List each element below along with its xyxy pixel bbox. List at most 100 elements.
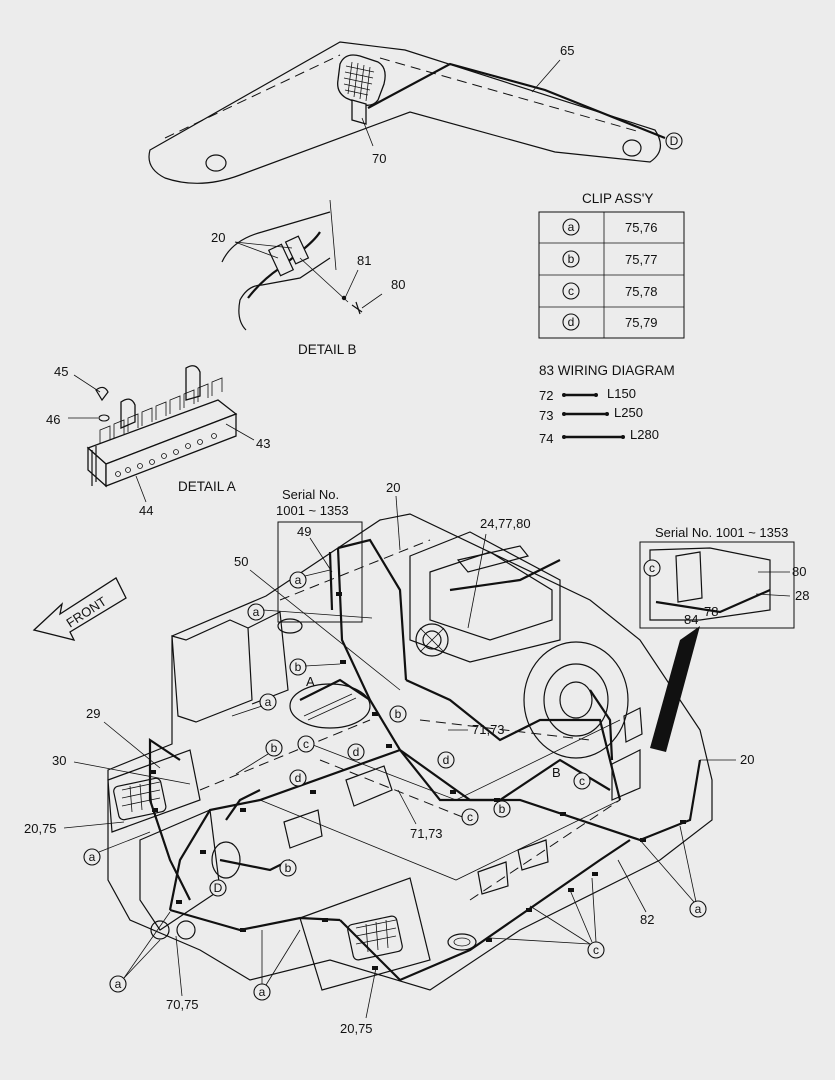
svg-text:a: a (265, 695, 272, 709)
clip-row-b: b 75,77 (562, 250, 658, 268)
detail-a-p45: 45 (54, 364, 68, 379)
label-20-75-bottom: 20,75 (340, 1021, 373, 1036)
svg-text:b: b (395, 707, 402, 721)
alternator-icon (415, 623, 449, 657)
front-arrow-icon: FRONT (32, 577, 127, 641)
svg-text:c: c (593, 943, 599, 957)
svg-text:c: c (303, 737, 309, 751)
wiring-diagram-legend: 83 WIRING DIAGRAM 72 L150 73 L250 74 L28… (539, 363, 675, 446)
svg-text:a: a (695, 902, 702, 916)
serial-left-p49: 49 (297, 524, 311, 539)
svg-text:c: c (649, 561, 655, 575)
clip-row-d: d 75,79 (562, 313, 658, 331)
wire-74-num: 74 (539, 431, 553, 446)
svg-text:a: a (253, 605, 260, 619)
detail-a-marker: A (289, 674, 371, 729)
main-part-labels: 20 24,77,80 50 29 30 20,75 71,73 71,73 2… (24, 480, 754, 1036)
svg-text:d: d (568, 315, 575, 329)
svg-text:b: b (295, 660, 302, 674)
svg-text:D: D (214, 881, 223, 895)
clip-row-c: c 75,78 (562, 282, 658, 300)
label-20-right: 20 (740, 752, 754, 767)
wire-74-length: L280 (630, 427, 659, 442)
label-30: 30 (52, 753, 66, 768)
svg-text:D: D (670, 134, 679, 148)
clip-row-b-parts: 75,77 (625, 252, 658, 267)
svg-text:B: B (552, 765, 561, 780)
label-82: 82 (640, 912, 654, 927)
detail-a-title: DETAIL A (178, 479, 236, 494)
part-label-65: 65 (560, 43, 574, 58)
part-label-70: 70 (372, 151, 386, 166)
label-29: 29 (86, 706, 100, 721)
serial-right-title: Serial No. 1001 ~ 1353 (655, 525, 788, 540)
label-24-77-80: 24,77,80 (480, 516, 531, 531)
svg-text:d: d (443, 753, 450, 767)
wire-72-length: L150 (607, 386, 636, 401)
serial-right-p84: 84 (684, 612, 698, 627)
detail-b-p81: 81 (357, 253, 371, 268)
svg-text:b: b (285, 861, 292, 875)
clip-row-d-parts: 75,79 (625, 315, 658, 330)
wiring-harness (148, 538, 702, 982)
harness-clip-marks (150, 592, 686, 970)
svg-text:c: c (568, 284, 574, 298)
fuse-row-icon (99, 377, 223, 444)
svg-text:a: a (568, 220, 575, 234)
svg-text:A: A (306, 674, 315, 689)
detail-b-title: DETAIL B (298, 342, 357, 357)
machine-upper-structure (107, 513, 713, 991)
detail-b-p80: 80 (391, 277, 405, 292)
svg-text:a: a (295, 573, 302, 587)
label-20-75-left: 20,75 (24, 821, 57, 836)
leader-wedge (650, 626, 700, 752)
fuse-panel-icon (611, 707, 643, 801)
detail-a: 45 46 43 44 DETAIL A (46, 364, 270, 518)
cap-icon (277, 618, 303, 634)
serial-inset-right: Serial No. 1001 ~ 1353 80 28 84 78 c (639, 525, 809, 752)
detail-b-p20: 20 (211, 230, 225, 245)
clip-assy-table: CLIP ASS'Y a 75,76 b 75,77 c 75,78 d 75,… (538, 191, 685, 339)
svg-text:b: b (271, 741, 278, 755)
serial-left-title: Serial No. (282, 487, 339, 502)
serial-right-p80: 80 (792, 564, 806, 579)
clip-row-a: a 75,76 (562, 218, 658, 236)
wire-72-num: 72 (539, 388, 553, 403)
counterweight (107, 749, 431, 991)
svg-text:d: d (295, 771, 302, 785)
serial-inset-left: Serial No. 1001 ~ 1353 49 (276, 487, 363, 623)
clip-row-c-parts: 75,78 (625, 284, 658, 299)
boom-foot-bracket (139, 809, 241, 940)
clip-table-title: CLIP ASS'Y (582, 191, 653, 206)
wire-73-num: 73 (539, 408, 553, 423)
detail-b: 20 81 80 DETAIL B (211, 199, 405, 357)
wiring-title: 83 WIRING DIAGRAM (539, 363, 675, 378)
engine-block (409, 531, 561, 663)
serial-right-p28: 28 (795, 588, 809, 603)
wire-73-length: L250 (614, 405, 643, 420)
rear-work-lamp-icon (347, 915, 403, 961)
relay-box-icon (283, 765, 549, 895)
svg-text:a: a (259, 985, 266, 999)
boom-assembly: 70 65 D (148, 41, 683, 184)
label-71-73-b: 71,73 (410, 826, 443, 841)
label-71-73-a: 71,73 (472, 722, 505, 737)
clip-row-a-parts: 75,76 (625, 220, 658, 235)
label-70-75: 70,75 (166, 997, 199, 1012)
svg-text:b: b (568, 252, 575, 266)
label-50: 50 (234, 554, 248, 569)
svg-text:b: b (499, 802, 506, 816)
connector-d-callout: D (665, 132, 683, 150)
fuel-cap-icon (447, 933, 477, 951)
svg-text:c: c (579, 774, 585, 788)
flywheel-housing (523, 641, 629, 759)
svg-text:a: a (89, 850, 96, 864)
serial-right-p78: 78 (704, 604, 718, 619)
svg-text:a: a (115, 977, 122, 991)
svg-text:c: c (467, 810, 473, 824)
serial-left-range: 1001 ~ 1353 (276, 503, 349, 518)
detail-a-p43: 43 (256, 436, 270, 451)
detail-a-p44: 44 (139, 503, 153, 518)
detail-a-p46: 46 (46, 412, 60, 427)
